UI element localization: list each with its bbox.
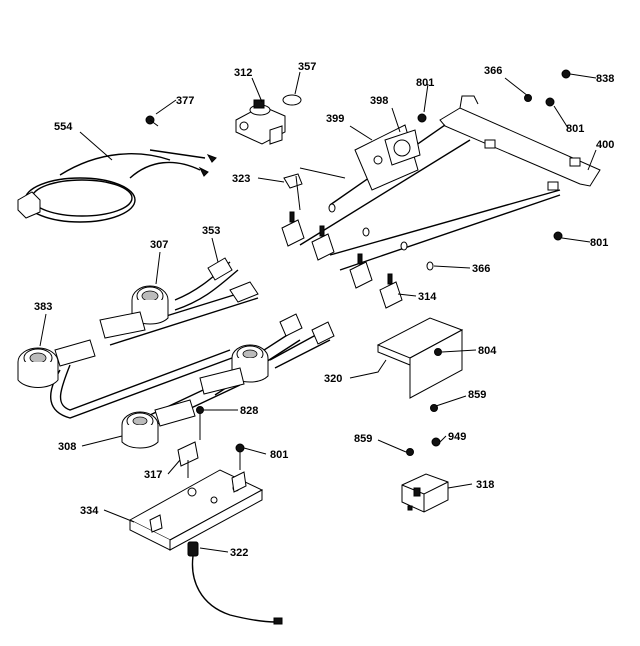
manifold-assembly <box>299 95 601 271</box>
callout-383: 383 <box>34 301 52 313</box>
callout-318: 318 <box>476 479 494 491</box>
valve-1 <box>281 211 305 247</box>
callout-307: 307 <box>150 239 168 251</box>
callout-357: 357 <box>298 61 316 73</box>
callout-323: 323 <box>232 173 250 185</box>
callout-804: 804 <box>478 345 497 357</box>
callout-308: 308 <box>58 441 76 453</box>
callout-322: 322 <box>230 547 248 559</box>
callout-398: 398 <box>370 95 388 107</box>
callout-366-top: 366 <box>484 65 502 77</box>
callout-399: 399 <box>326 113 344 125</box>
spark-module-318 <box>401 473 449 513</box>
washer-949 <box>431 437 441 447</box>
callout-838: 838 <box>596 73 614 85</box>
valve-3 <box>349 253 373 289</box>
gasket-398 <box>384 129 421 166</box>
callout-377: 377 <box>176 95 194 107</box>
burner-307 <box>99 285 169 339</box>
callout-801-bottom: 801 <box>270 449 288 461</box>
burner-right <box>199 344 269 395</box>
callout-366-mid: 366 <box>472 263 490 275</box>
callout-314: 314 <box>418 291 437 303</box>
leader-lines <box>39 71 597 553</box>
screw-801-right <box>545 97 555 107</box>
callout-828: 828 <box>240 405 258 417</box>
screw-801-lower <box>553 231 563 241</box>
screw-377 <box>145 115 159 127</box>
screw-859-upper <box>430 404 438 412</box>
valve-314 <box>379 273 403 309</box>
callout-859-lower: 859 <box>354 433 372 445</box>
callout-334: 334 <box>80 505 99 517</box>
cover-320 <box>376 317 464 399</box>
washer-357 <box>282 94 302 106</box>
wire-harness <box>17 149 217 223</box>
callout-801-lower: 801 <box>590 237 608 249</box>
callout-312: 312 <box>234 67 252 79</box>
igniter-wire-322 <box>187 541 283 625</box>
orifice-323 <box>283 173 303 211</box>
screw-838 <box>561 69 571 79</box>
callout-320: 320 <box>324 373 342 385</box>
screw-859-lower <box>406 448 414 456</box>
burner-308 <box>121 399 196 449</box>
callout-801-top: 801 <box>416 77 434 89</box>
bracket-334 <box>128 469 264 551</box>
screw-801-top <box>417 113 427 123</box>
screw-366-top <box>524 94 532 102</box>
callout-859-upper: 859 <box>468 389 486 401</box>
igniter-317 <box>177 441 199 478</box>
screw-828 <box>196 406 204 414</box>
burner-383 <box>17 339 96 388</box>
callout-949: 949 <box>448 431 466 443</box>
callout-labels: 312 357 377 554 801 366 838 398 399 801 … <box>34 61 614 559</box>
valve-2 <box>311 225 335 261</box>
screw-801-bottom <box>235 443 245 453</box>
callout-353: 353 <box>202 225 220 237</box>
burner-tubes <box>50 257 335 426</box>
callout-400: 400 <box>596 139 614 151</box>
callout-801-right: 801 <box>566 123 584 135</box>
callout-317: 317 <box>144 469 162 481</box>
callout-554: 554 <box>54 121 73 133</box>
pressure-regulator <box>235 99 286 145</box>
